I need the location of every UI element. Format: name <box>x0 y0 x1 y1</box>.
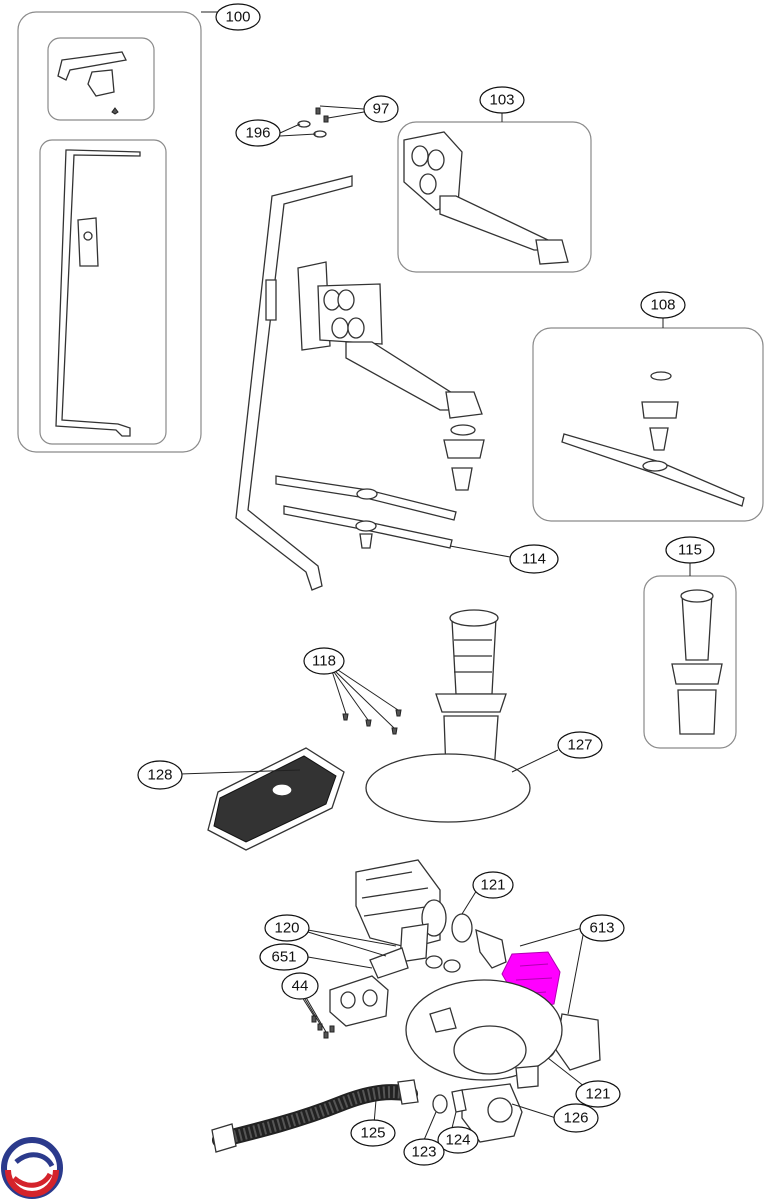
callout-100-label: 100 <box>225 9 250 26</box>
callout-124-label: 124 <box>445 1132 470 1149</box>
callout-108-label: 108 <box>650 297 675 314</box>
part-126-drain-pump <box>461 1083 523 1143</box>
callout-124[interactable]: 124 <box>437 1126 479 1154</box>
callout-651[interactable]: 651 <box>259 943 309 971</box>
callout-114-label: 114 <box>522 551 546 568</box>
callout-651-label: 651 <box>271 949 296 966</box>
callout-114[interactable]: 114 <box>509 544 559 574</box>
callout-103-label: 103 <box>489 92 514 109</box>
callout-120-label: 120 <box>274 920 299 937</box>
callout-44[interactable]: 44 <box>281 972 319 1000</box>
part-sump <box>405 979 563 1089</box>
part-124-clip <box>451 1089 467 1113</box>
part-125-drain-hose <box>211 1079 419 1153</box>
part-valve-body <box>329 975 389 1027</box>
callout-108[interactable]: 108 <box>640 291 686 319</box>
part-pump-motor <box>355 859 447 963</box>
callout-121-top-label: 121 <box>480 877 505 894</box>
part-118-screws <box>342 709 402 735</box>
callout-125-label: 125 <box>360 1125 385 1142</box>
callout-121-bottom-label: 121 <box>585 1086 610 1103</box>
callout-103[interactable]: 103 <box>479 86 525 114</box>
part-103-assembly <box>403 131 569 265</box>
callout-127[interactable]: 127 <box>557 731 603 759</box>
callout-118-label: 118 <box>312 653 336 670</box>
group-100-box <box>17 11 202 453</box>
part-108-assembly <box>561 371 745 507</box>
group-108-box <box>532 327 764 522</box>
callout-97[interactable]: 97 <box>363 95 399 123</box>
part-128-coarse-filter <box>207 747 345 851</box>
part-filter-assembly <box>435 609 507 773</box>
brand-logo <box>1 1137 63 1199</box>
callout-121-top[interactable]: 121 <box>472 871 514 899</box>
part-114-spray-arms <box>275 475 457 549</box>
part-100-bracket <box>57 51 127 115</box>
callout-127-label: 127 <box>567 737 592 754</box>
part-127-seal <box>365 753 531 823</box>
part-115-filter <box>671 589 723 735</box>
callout-115-label: 115 <box>678 542 702 559</box>
part-100-upper-tube <box>55 149 141 437</box>
callout-44-label: 44 <box>292 978 309 995</box>
callout-120[interactable]: 120 <box>264 914 310 942</box>
callout-126[interactable]: 126 <box>553 1103 599 1133</box>
callout-128[interactable]: 128 <box>137 760 183 790</box>
callout-123-label: 123 <box>411 1144 436 1161</box>
callout-613[interactable]: 613 <box>579 914 625 942</box>
callout-121-bottom[interactable]: 121 <box>575 1080 621 1108</box>
part-upper-spray-arm-assembly <box>297 261 485 491</box>
callout-115[interactable]: 115 <box>665 536 715 564</box>
callout-196[interactable]: 196 <box>235 119 281 147</box>
part-97-screws <box>315 107 329 123</box>
group-103-box <box>397 121 592 273</box>
part-123-ring <box>432 1094 448 1114</box>
callout-128-label: 128 <box>147 767 172 784</box>
callout-196-label: 196 <box>245 125 270 142</box>
part-upper-tube <box>235 175 353 591</box>
callout-126-label: 126 <box>563 1110 588 1127</box>
callout-118[interactable]: 118 <box>303 647 345 675</box>
callout-97-label: 97 <box>373 101 390 118</box>
callout-123[interactable]: 123 <box>403 1138 445 1166</box>
callout-100[interactable]: 100 <box>215 3 261 31</box>
callout-613-label: 613 <box>589 920 614 937</box>
callout-125[interactable]: 125 <box>350 1119 396 1147</box>
